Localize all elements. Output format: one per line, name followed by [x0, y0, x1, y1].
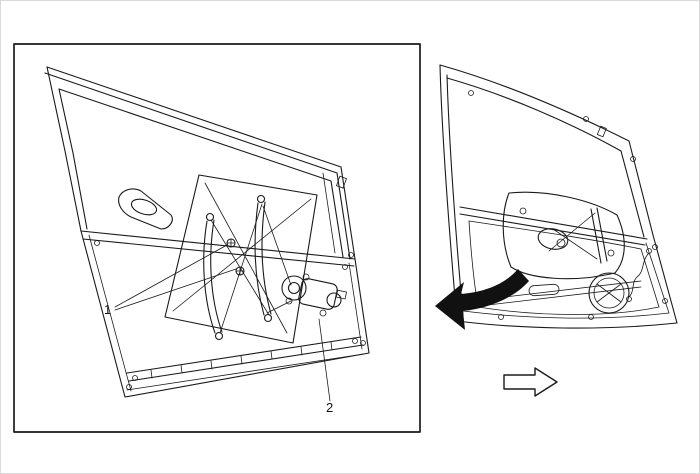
- perspective-door-body: [456, 206, 678, 329]
- direction-arrow-icon: [503, 367, 558, 397]
- door-perspective-view: [439, 64, 678, 329]
- inner-panel-plate: [164, 174, 318, 344]
- curved-arrow-icon: [435, 269, 529, 330]
- detail-view-border: [13, 43, 421, 433]
- door-molding-strip: [126, 336, 365, 391]
- speaker-opening: [588, 272, 630, 314]
- door-body-outline: [80, 230, 370, 398]
- callout-1: 1: [104, 244, 237, 317]
- callout-2-label: 2: [326, 400, 333, 415]
- regulator-motor: [281, 273, 347, 317]
- regulator-mounting-bolts: [226, 238, 245, 276]
- callout-2: 2: [318, 318, 333, 415]
- window-regulator-assembly: [203, 194, 347, 341]
- door-window-frame: [44, 66, 356, 260]
- detail-view-panel: 1 2: [13, 43, 421, 433]
- mirror-mount-patch: [118, 188, 173, 230]
- inner-panel-access-opening: [502, 191, 625, 297]
- callout-1-label: 1: [104, 302, 111, 317]
- door-fasteners: [94, 240, 366, 390]
- regulator-cables: [210, 203, 292, 334]
- wiring-harness: [626, 248, 652, 302]
- perspective-window-frame: [439, 64, 654, 322]
- regulator-right-rail: [254, 194, 273, 323]
